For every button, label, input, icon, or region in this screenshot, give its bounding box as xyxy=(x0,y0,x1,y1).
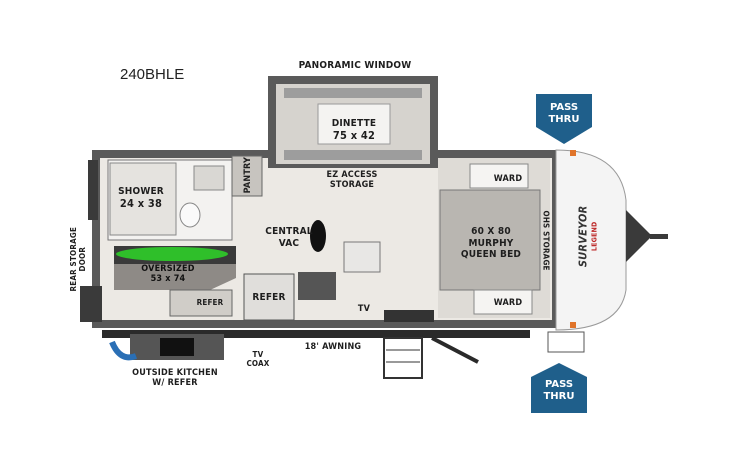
tv-coax-line1: TV xyxy=(252,350,264,359)
propane-box xyxy=(547,331,585,353)
entry-steps xyxy=(383,337,423,379)
outside-kitchen-line1: OUTSIDE KITCHEN xyxy=(132,368,218,378)
refer-cabinet xyxy=(243,273,295,321)
kitchen-sink xyxy=(343,241,381,273)
central-vac-line2: VAC xyxy=(278,237,300,249)
dinette-label-line2: 75 x 42 xyxy=(332,128,376,142)
oversized-line1: OVERSIZED xyxy=(141,264,195,274)
murphy-bed xyxy=(439,189,541,291)
rear-storage-line1: REAR STORAGE xyxy=(68,226,78,292)
pass-thru-bottom-line2: THRU xyxy=(543,391,575,402)
panoramic-window-label: PANORAMIC WINDOW xyxy=(298,60,412,71)
marker-light-top xyxy=(570,150,576,156)
central-vac-icon xyxy=(310,220,326,252)
dinette-bench-bottom xyxy=(284,150,422,160)
shower-label: SHOWER 24 x 38 xyxy=(112,186,170,210)
pass-thru-bottom-shape xyxy=(531,363,587,413)
ward-bottom-label: WARD xyxy=(493,298,523,308)
dinette-table xyxy=(317,103,391,145)
outside-kitchen-line2: W/ REFER xyxy=(152,378,198,389)
outside-refer xyxy=(160,338,194,356)
brand-logo: SURVEYOR LEGEND xyxy=(576,196,599,276)
pass-thru-bottom-badge: PASS THRU xyxy=(531,363,587,413)
ez-access-line2: STORAGE xyxy=(329,180,375,191)
rear-wall-spare xyxy=(88,160,98,220)
pass-thru-top-badge: PASS THRU xyxy=(536,94,592,144)
oversized-line2: 53 x 74 xyxy=(150,274,186,285)
shower-label-line2: 24 x 38 xyxy=(119,196,163,210)
murphy-bed-line2: MURPHY xyxy=(468,237,514,249)
shower-stall xyxy=(109,162,177,236)
awning-bar xyxy=(102,330,530,338)
brand-line1: SURVEYOR xyxy=(576,205,590,268)
dinette-label-line1: DINETTE xyxy=(331,118,377,129)
dinette-bench-top xyxy=(284,88,422,98)
oversized-bunk-label: OVERSIZED 53 x 74 xyxy=(136,264,200,285)
shower-label-line1: SHOWER xyxy=(118,186,164,197)
outside-kitchen-label: OUTSIDE KITCHEN W/ REFER xyxy=(120,368,230,389)
ez-access-label: EZ ACCESS STORAGE xyxy=(312,170,392,191)
rear-storage-line2: DOOR xyxy=(78,246,87,272)
tv-label: TV xyxy=(357,304,371,314)
wardrobe-bottom xyxy=(473,289,533,315)
central-vac-label: CENTRAL VAC xyxy=(264,226,314,249)
ohs-storage-label: OHS STORAGE xyxy=(541,210,551,271)
central-vac-line1: CENTRAL xyxy=(265,226,313,237)
murphy-bed-label: 60 X 80 MURPHY QUEEN BED xyxy=(454,226,528,261)
tv-cabinet xyxy=(384,310,434,322)
toilet xyxy=(179,202,201,228)
pass-thru-top-shape xyxy=(536,94,592,144)
bath-sink xyxy=(193,165,225,191)
pass-thru-bottom-line1: PASS xyxy=(544,379,574,390)
tv-coax-label: TV COAX xyxy=(244,350,272,368)
ez-access-line1: EZ ACCESS xyxy=(326,170,378,180)
marker-light-bottom xyxy=(570,322,576,328)
rear-storage-door-block xyxy=(80,286,102,322)
door-swing xyxy=(431,336,479,364)
model-name: 240BHLE xyxy=(120,66,185,83)
refer-label: REFER xyxy=(252,292,286,303)
brand-line2: LEGEND xyxy=(590,221,599,252)
ward-top-label: WARD xyxy=(493,174,523,184)
murphy-bed-line1: 60 X 80 xyxy=(471,226,511,237)
hitch-coupler xyxy=(650,234,668,239)
pass-thru-top-line2: THRU xyxy=(548,114,580,125)
small-refer-label: REFER xyxy=(196,298,224,307)
pantry-cabinet xyxy=(231,155,263,197)
stove-cooktop xyxy=(298,272,336,300)
outside-kitchen-hose xyxy=(109,340,138,361)
dinette-label: DINETTE 75 x 42 xyxy=(318,118,390,142)
rear-storage-label: REAR STORAGE DOOR xyxy=(69,219,87,299)
wardrobe-top xyxy=(469,163,529,189)
pantry-label: PANTRY xyxy=(242,156,253,194)
murphy-bed-line3: QUEEN BED xyxy=(460,249,522,260)
kayak-icon xyxy=(116,247,228,261)
awning-label: 18' AWNING xyxy=(304,342,362,352)
tv-coax-line2: COAX xyxy=(246,359,270,369)
small-refer-cabinet xyxy=(169,289,233,317)
pass-thru-top-line1: PASS xyxy=(549,102,579,113)
hitch-a-frame xyxy=(626,210,652,262)
